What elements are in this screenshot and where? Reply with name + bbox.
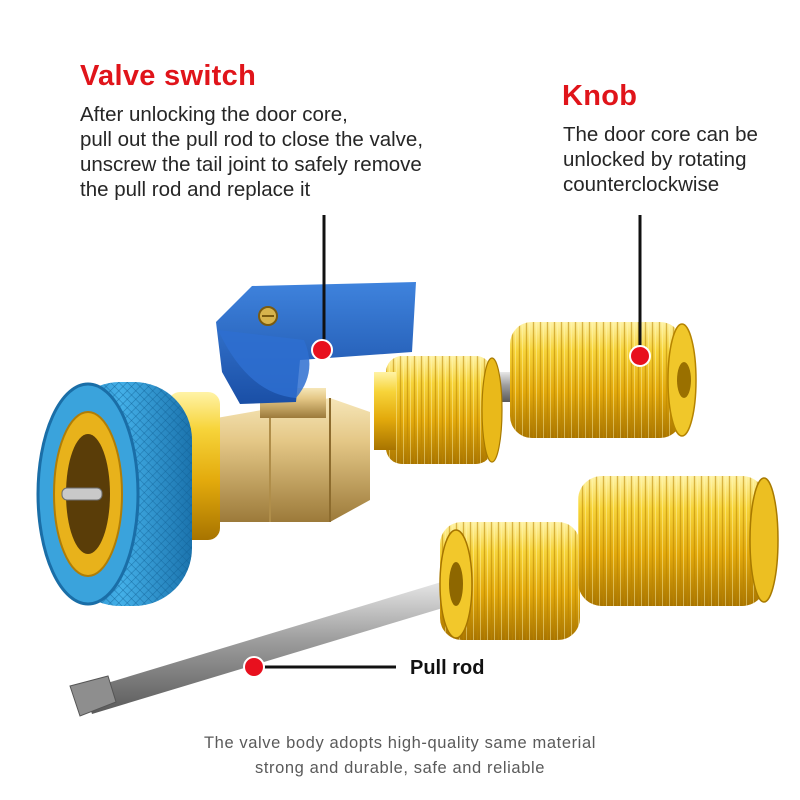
knob-line: unlocked by rotating: [563, 148, 747, 171]
valve-switch-title: Valve switch: [80, 60, 257, 92]
knob-body: [510, 322, 697, 438]
valve-body: [205, 388, 370, 522]
footer-line: strong and durable, safe and reliable: [254, 759, 546, 777]
footer-line: The valve body adopts high-quality same …: [204, 734, 596, 752]
quick-coupler: [36, 382, 192, 606]
pull-rod-marker: [243, 656, 265, 678]
knob-description: The door core can be unlocked by rotatin…: [563, 122, 758, 197]
knob-marker: [629, 345, 651, 367]
valve-switch-marker: [311, 339, 333, 361]
pull-rod-label: Pull rod: [410, 657, 485, 679]
pull-rod-assembly: [69, 476, 779, 717]
knob-line: The door core can be: [563, 123, 758, 146]
valve-switch-line: unscrew the tail joint to safely remove: [80, 153, 422, 176]
knob-title: Knob: [562, 80, 638, 112]
valve-switch-line: pull out the pull rod to close the valve…: [80, 128, 424, 151]
pull-rod-shaft: [84, 580, 456, 714]
valve-switch-line: the pull rod and replace it: [80, 178, 311, 201]
rod-knob-rear: [578, 476, 779, 606]
knob-line: counterclockwise: [563, 173, 720, 196]
rod-nut-front: [439, 522, 580, 640]
footer-caption: The valve body adopts high-quality same …: [0, 731, 800, 781]
rod-tip: [69, 675, 117, 717]
valve-switch-description: After unlocking the door core, pull out …: [80, 102, 423, 202]
tail-joint: [374, 356, 503, 464]
valve-switch-line: After unlocking the door core,: [80, 103, 348, 126]
valve-assembly: [36, 282, 697, 606]
